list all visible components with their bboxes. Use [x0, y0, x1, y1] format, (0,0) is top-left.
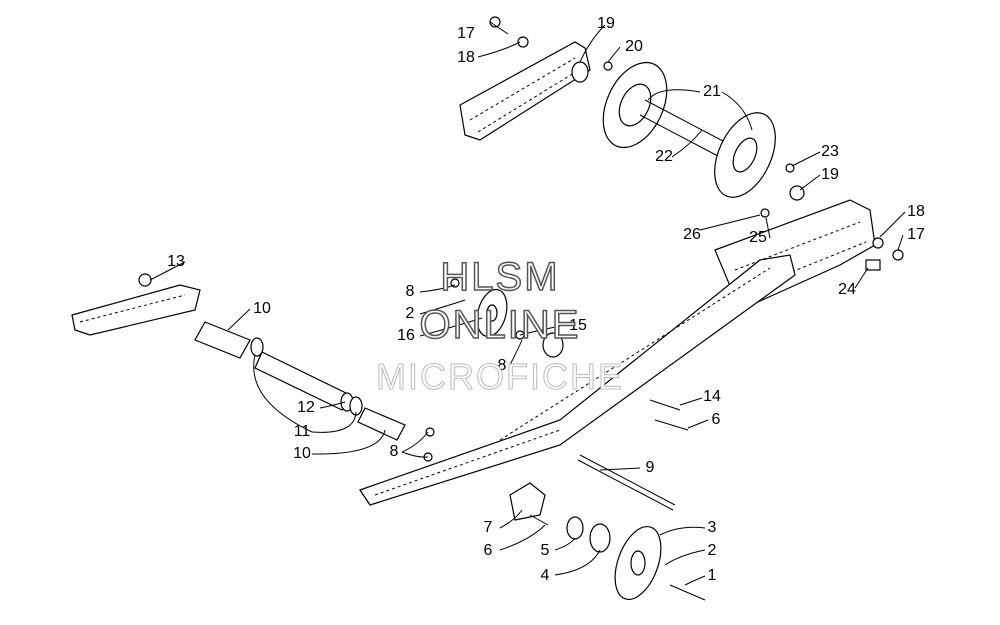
- watermark-line-2: ONLINE: [419, 302, 581, 348]
- callout-26: 26: [683, 226, 701, 243]
- callout-10-bottom: 10: [293, 445, 311, 462]
- leader-lines: [149, 21, 906, 586]
- lower-idler-assembly: [509, 454, 706, 601]
- callout-8-bottom: 8: [390, 443, 399, 460]
- callout-11: 11: [294, 423, 311, 440]
- middle-idler-wheel: [450, 278, 564, 358]
- callout-19-bottom: 19: [821, 166, 839, 183]
- callout-18-top: 18: [457, 49, 475, 66]
- upper-rail-section: [459, 41, 591, 141]
- callout-24: 24: [838, 281, 856, 298]
- callout-19-top: 19: [597, 15, 615, 32]
- watermark-line-1: HLSM: [440, 254, 560, 300]
- main-rail: [359, 254, 796, 506]
- callout-12: 12: [297, 399, 315, 416]
- callout-6-bottom: 6: [484, 542, 493, 559]
- callout-14: 14: [703, 388, 721, 405]
- callout-13: 13: [167, 253, 185, 270]
- callout-3: 3: [708, 519, 717, 536]
- callout-18-right: 18: [907, 203, 925, 220]
- callout-25: 25: [749, 229, 767, 246]
- callout-17-right: 17: [907, 226, 925, 243]
- callout-8-middle: 8: [498, 357, 507, 374]
- callout-21: 21: [703, 83, 721, 100]
- callout-20: 20: [625, 38, 643, 55]
- callout-4: 4: [541, 567, 550, 584]
- left-rail-section: [71, 284, 201, 336]
- callout-8-top: 8: [406, 283, 415, 300]
- callout-2-middle: 2: [406, 305, 415, 322]
- callout-5: 5: [541, 542, 550, 559]
- callout-6-right: 6: [712, 411, 721, 428]
- spacer-tubes: [194, 321, 406, 441]
- callout-2-bottom: 2: [708, 542, 717, 559]
- callout-9: 9: [646, 459, 655, 476]
- bolts: [138, 16, 904, 526]
- watermark-line-3: MICROFICHE: [376, 356, 624, 398]
- callout-10-top: 10: [253, 300, 271, 317]
- callout-22: 22: [655, 148, 673, 165]
- callout-23: 23: [821, 143, 839, 160]
- callout-16: 16: [397, 327, 415, 344]
- callout-1: 1: [708, 567, 717, 584]
- callout-7: 7: [484, 519, 493, 536]
- upper-axle-wheel-assembly: [571, 61, 776, 198]
- callout-labels: 17 18 19 20 21 22 23 19 18 17 26 25 24 1…: [167, 15, 925, 584]
- callout-17-top: 17: [457, 25, 475, 42]
- callout-15: 15: [569, 317, 587, 334]
